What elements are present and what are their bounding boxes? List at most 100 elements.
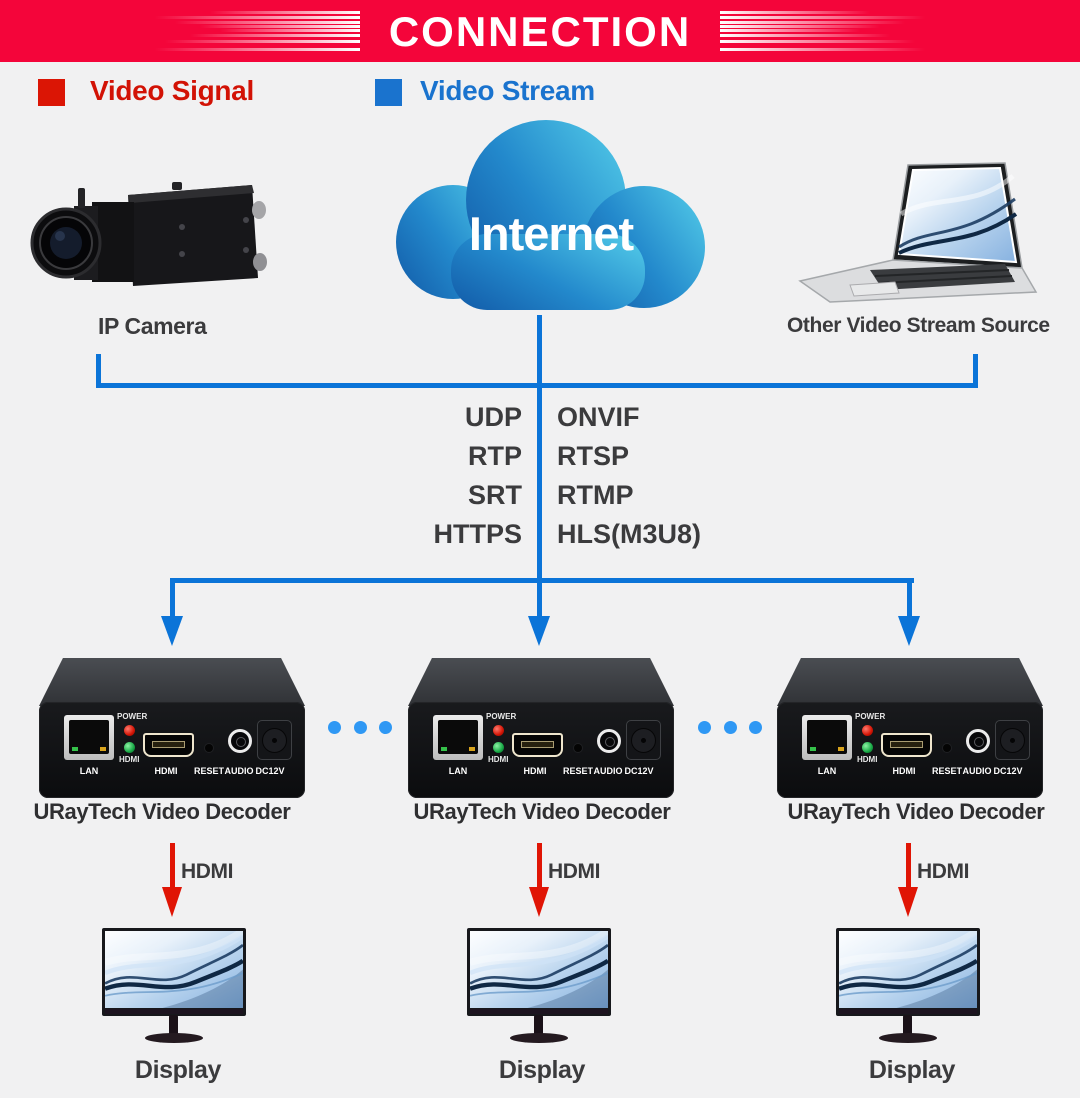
- display-monitor-1: [102, 928, 246, 1016]
- protocol-item: RTSP: [557, 441, 630, 471]
- hdmi-arrow-label-2: HDMI: [548, 860, 601, 883]
- lan-port-label: LAN: [448, 766, 468, 776]
- page-title: CONNECTION: [388, 8, 692, 55]
- blue-arrow-icon-3: [898, 616, 920, 646]
- lan-port-label: LAN: [817, 766, 837, 776]
- source-bus-line: [96, 383, 978, 388]
- camera-stub-line: [96, 354, 101, 388]
- cloud-down-line: [537, 315, 542, 583]
- dc-power-jack: [626, 720, 661, 760]
- hdmi-port-label: HDMI: [892, 766, 916, 776]
- internet-cloud-icon: [396, 120, 705, 310]
- hdmi-port: [143, 733, 194, 757]
- monitor-base: [145, 1033, 203, 1043]
- blue-arrow-icon-1: [161, 616, 183, 646]
- decoder-top-face: [777, 658, 1043, 706]
- hdmi-led-label: HDMI: [119, 755, 140, 764]
- ip-camera-icon: [30, 182, 267, 286]
- hdmi-arrow-label-3: HDMI: [917, 860, 970, 883]
- legend-video-signal: Video Signal: [90, 75, 254, 106]
- dc-power-jack: [995, 720, 1030, 760]
- hdmi-port: [512, 733, 563, 757]
- monitor-stand: [903, 1015, 912, 1036]
- reset-hole: [943, 744, 951, 752]
- reset-hole: [574, 744, 582, 752]
- legend-video-stream: Video Stream: [420, 75, 595, 106]
- protocol-item: ONVIF: [557, 402, 640, 432]
- hdmi-arrow-label-1: HDMI: [181, 860, 234, 883]
- monitor-stand: [169, 1015, 178, 1036]
- ellipsis-dots-icon: [698, 721, 762, 734]
- display-monitor-2: [467, 928, 611, 1016]
- protocol-item: SRT: [468, 480, 522, 510]
- audio-jack: [966, 729, 990, 753]
- decoder-front-panel: POWER HDMI LAN HDMI RESET AUDIO DC12V: [39, 702, 305, 798]
- hdmi-cable-line: [170, 843, 175, 890]
- dc-power-jack: [257, 720, 292, 760]
- audio-jack: [597, 729, 621, 753]
- blue-arrow-icon-2: [528, 616, 550, 646]
- protocol-item: RTP: [468, 441, 522, 471]
- monitor-base: [510, 1033, 568, 1043]
- ip-camera-label: IP Camera: [98, 313, 207, 339]
- decoder-label-2: URayTech Video Decoder: [413, 799, 671, 824]
- hdmi-led-label: HDMI: [857, 755, 878, 764]
- lan-port: [433, 715, 483, 760]
- branch-drop-1: [170, 578, 175, 618]
- hdmi-led: [862, 742, 873, 753]
- display-label-2: Display: [498, 1056, 586, 1084]
- power-led: [493, 725, 504, 736]
- dc-label: DC12V: [255, 766, 285, 776]
- internet-label: Internet: [468, 207, 634, 260]
- reset-label: RESET: [562, 766, 593, 776]
- protocol-item: HTTPS: [433, 519, 522, 549]
- power-led-label: POWER: [117, 712, 148, 721]
- branch-drop-3: [907, 578, 912, 618]
- decoder-top-face: [408, 658, 674, 706]
- branch-line: [170, 578, 914, 583]
- ellipsis-dots-icon: [328, 721, 392, 734]
- laptop-icon: [798, 162, 1038, 303]
- power-led-label: POWER: [486, 712, 517, 721]
- reset-label: RESET: [931, 766, 962, 776]
- video-signal-swatch: [38, 79, 65, 106]
- hdmi-led: [493, 742, 504, 753]
- hdmi-cable-line: [906, 843, 911, 890]
- audio-label: AUDIO: [593, 766, 623, 776]
- laptop-stub-line: [973, 354, 978, 388]
- monitor-base: [879, 1033, 937, 1043]
- decoder-label-1: URayTech Video Decoder: [33, 799, 291, 824]
- protocol-list-right: ONVIF RTSP RTMP HLS(M3U8): [557, 398, 777, 554]
- display-label-3: Display: [868, 1056, 956, 1084]
- audio-label: AUDIO: [224, 766, 254, 776]
- header-banner: CONNECTION: [0, 0, 1080, 62]
- decoder-device-2: POWER HDMI LAN HDMI RESET AUDIO DC12V: [408, 658, 674, 798]
- speed-lines-right-icon: [720, 0, 925, 62]
- other-source-label: Other Video Stream Source: [787, 314, 1050, 337]
- decoder-device-1: POWER HDMI LAN HDMI RESET AUDIO DC12V: [39, 658, 305, 798]
- lan-port: [64, 715, 114, 760]
- decoder-front-panel: POWER HDMI LAN HDMI RESET AUDIO DC12V: [777, 702, 1043, 798]
- lan-port-label: LAN: [79, 766, 99, 776]
- hdmi-port: [881, 733, 932, 757]
- red-arrow-icon-1: [162, 887, 182, 917]
- protocol-item: HLS(M3U8): [557, 519, 702, 549]
- audio-label: AUDIO: [962, 766, 992, 776]
- speed-lines-left-icon: [155, 0, 360, 62]
- audio-jack: [228, 729, 252, 753]
- dc-label: DC12V: [624, 766, 654, 776]
- power-led: [862, 725, 873, 736]
- display-monitor-3: [836, 928, 980, 1016]
- red-arrow-icon-2: [529, 887, 549, 917]
- hdmi-cable-line: [537, 843, 542, 890]
- decoder-device-3: POWER HDMI LAN HDMI RESET AUDIO DC12V: [777, 658, 1043, 798]
- protocol-item: UDP: [464, 402, 522, 432]
- protocol-item: RTMP: [557, 480, 634, 510]
- hdmi-port-label: HDMI: [523, 766, 547, 776]
- decoder-front-panel: POWER HDMI LAN HDMI RESET AUDIO DC12V: [408, 702, 674, 798]
- display-label-1: Display: [134, 1056, 222, 1084]
- hdmi-port-label: HDMI: [154, 766, 178, 776]
- power-led: [124, 725, 135, 736]
- dc-label: DC12V: [993, 766, 1023, 776]
